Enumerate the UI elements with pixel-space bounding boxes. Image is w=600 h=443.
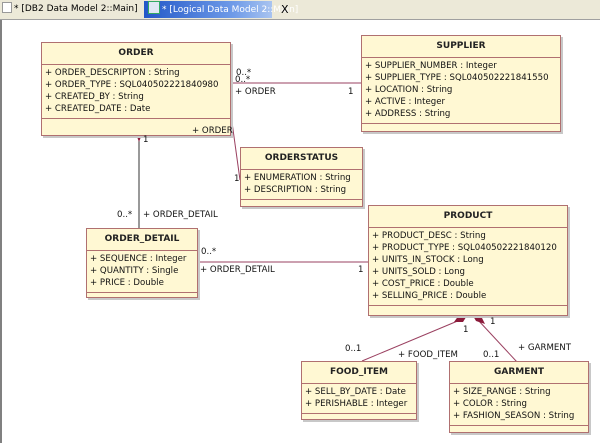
class-name: GARMENT [450,362,588,384]
multiplicity-label: 0..* [117,210,133,220]
document-icon [2,2,12,13]
attribute: + ENUMERATION : String [244,173,351,183]
tab-label: * [Logical Data Model 2::Main] [162,5,299,15]
composition-diamond [454,314,468,322]
attribute: + SEQUENCE : Integer [90,254,187,264]
multiplicity-label: 0..* [236,68,252,78]
attribute: + CREATED_BY : String [45,92,144,102]
class-name: PRODUCT [369,206,567,228]
association-lines [136,82,518,363]
multiplicity-label: 1 [358,265,364,275]
multiplicity-label: 0..1 [345,344,362,354]
close-tab-icon[interactable]: X [281,3,289,16]
attribute: + QUANTITY : Single [90,266,179,276]
role-label: + GARMENT [518,343,571,353]
role-label: + ORDER [192,126,233,136]
role-label: + ORDER_DETAIL [200,265,275,275]
role-label: + ORDER_DETAIL [143,210,218,220]
assoc-product-garment [477,319,518,363]
attribute: + SUPPLIER_TYPE : SQL040502221841550 [365,73,549,83]
tab-label: * [DB2 Data Model 2::Main] [14,4,138,14]
attribute: + CREATED_DATE : Date [45,104,151,114]
attribute: + SELL_BY_DATE : Date [305,387,406,397]
attribute: + COST_PRICE : Double [372,279,474,289]
class-name: FOOD_ITEM [302,362,416,384]
attribute: + ORDER_TYPE : SQL040502221840980 [45,80,219,90]
composition-diamond [472,314,485,324]
multiplicity-label: 1 [234,174,240,184]
role-label: + ORDER [235,87,276,97]
tab-logical-data-model[interactable]: * [Logical Data Model 2::Main] [144,1,298,18]
attribute: + PRODUCT_TYPE : SQL040502221840120 [372,243,557,253]
attribute: + ADDRESS : String [365,109,451,119]
class-supplier[interactable]: SUPPLIER + SUPPLIER_NUMBER : Integer + S… [361,35,561,132]
class-name: ORDER_DETAIL [87,229,197,251]
class-name: SUPPLIER [362,36,560,58]
attribute: + PRICE : Double [90,278,164,288]
attribute: + UNITS_IN_STOCK : Long [372,255,484,265]
multiplicity-label: 0..* [235,75,251,85]
class-orderstatus[interactable]: ORDERSTATUS + ENUMERATION : String + DES… [240,147,363,207]
tab-db2-data-model[interactable]: * [DB2 Data Model 2::Main] [2,1,138,18]
attribute: + ORDER_DESCRIPTON : String [45,68,180,78]
attribute: + SIZE_RANGE : String [453,387,551,397]
class-name: ORDER [42,43,230,65]
diagram-canvas[interactable]: ORDER + ORDER_DESCRIPTON : String + ORDE… [0,20,600,443]
attribute: + ACTIVE : Integer [365,97,446,107]
attribute: + SELLING_PRICE : Double [372,291,487,301]
class-order-detail[interactable]: ORDER_DETAIL + SEQUENCE : Integer + QUAN… [86,228,198,298]
attribute: + UNITS_SOLD : Long [372,267,465,277]
attribute: + LOCATION : String [365,85,453,95]
class-garment[interactable]: GARMENT + SIZE_RANGE : String + COLOR : … [449,361,589,433]
multiplicity-label: 1 [463,325,469,335]
multiplicity-label: 1 [490,317,496,327]
attribute: + PERISHABLE : Integer [305,399,408,409]
editor-tab-bar: * [DB2 Data Model 2::Main] * [Logical Da… [0,0,600,20]
diagram-icon [148,1,160,14]
class-order[interactable]: ORDER + ORDER_DESCRIPTON : String + ORDE… [41,42,231,136]
multiplicity-label: 0..* [201,247,217,257]
attribute: + SUPPLIER_NUMBER : Integer [365,61,497,71]
class-food-item[interactable]: FOOD_ITEM + SELL_BY_DATE : Date + PERISH… [301,361,417,420]
multiplicity-label: 1 [143,135,149,145]
class-name: ORDERSTATUS [241,148,362,170]
attribute: + DESCRIPTION : String [244,185,347,195]
attribute: + PRODUCT_DESC : String [372,231,486,241]
multiplicity-label: 1 [348,87,354,97]
assoc-product-fooditem [361,319,461,362]
class-product[interactable]: PRODUCT + PRODUCT_DESC : String + PRODUC… [368,205,568,316]
role-label: + FOOD_ITEM [398,350,458,360]
assoc-order-orderstatus [230,114,241,181]
multiplicity-label: 0..1 [483,350,500,360]
attribute: + FASHION_SEASON : String [453,411,575,421]
attribute: + COLOR : String [453,399,527,409]
